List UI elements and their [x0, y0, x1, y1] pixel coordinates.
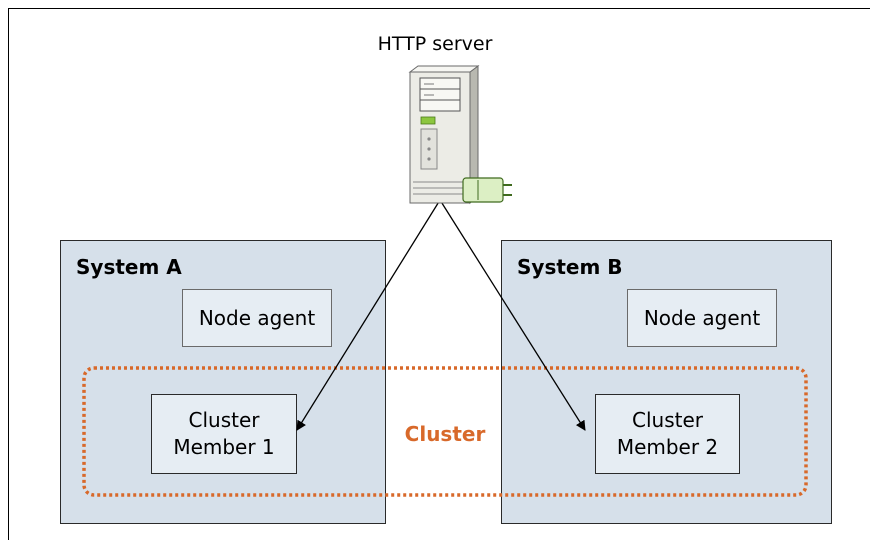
cluster-label: Cluster: [404, 422, 486, 446]
http-server-label: HTTP server: [377, 33, 493, 55]
cluster-member-1-box: Cluster Member 1: [151, 394, 297, 474]
cluster-member-1-line2: Member 1: [173, 435, 275, 459]
cluster-outline: [82, 366, 808, 497]
system-b-title: System B: [517, 255, 623, 279]
cluster-member-2-line1: Cluster: [632, 408, 703, 432]
system-a-title: System A: [76, 255, 182, 279]
plug-connector-icon: [462, 177, 512, 203]
figure-frame-left: [8, 8, 9, 540]
system-a-node-agent: Node agent: [182, 289, 332, 347]
cluster-member-1-line1: Cluster: [188, 408, 260, 432]
server-tower-icon: [408, 65, 480, 205]
arrow-to-member-1: [296, 199, 441, 431]
figure-frame-top: [8, 8, 870, 9]
cluster-member-2-box: Cluster Member 2: [595, 394, 740, 474]
cluster-member-2-line2: Member 2: [616, 435, 719, 459]
system-b-box: System B Node agent Cluster Member 2: [501, 240, 832, 524]
system-a-box: System A Node agent Cluster Member 1: [60, 240, 386, 524]
arrow-to-member-2: [439, 199, 586, 431]
system-b-node-agent: Node agent: [627, 289, 777, 347]
